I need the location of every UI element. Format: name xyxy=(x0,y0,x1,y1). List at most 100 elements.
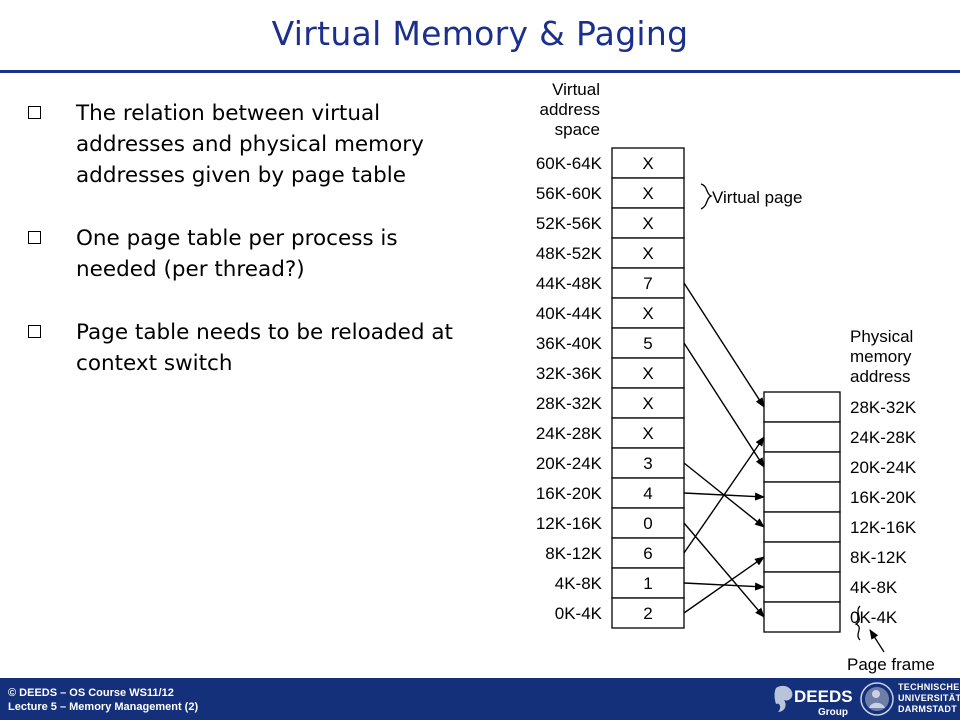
physical-frame-cell xyxy=(763,451,841,483)
tu-darmstadt-logo: TECHNISCHE UNIVERSITÄT DARMSTADT xyxy=(898,682,960,715)
page-frame-label: Page frame xyxy=(847,655,935,674)
virtual-range-label: 60K-64K xyxy=(536,154,603,173)
virtual-page-cell xyxy=(611,177,685,209)
page-table-entry: X xyxy=(642,424,653,443)
physical-frame-cell xyxy=(763,391,841,423)
bullet-item: The relation between virtual addresses a… xyxy=(28,98,468,191)
bullet-text: The relation between virtual addresses a… xyxy=(76,101,424,188)
square-bullet-icon xyxy=(28,325,41,338)
mapping-arrow xyxy=(683,282,765,408)
virtual-range-label: 40K-44K xyxy=(536,304,603,323)
virtual-page-cell xyxy=(611,477,685,509)
virtual-page-cell xyxy=(611,507,685,539)
physical-frame-cell xyxy=(763,511,841,543)
virtual-page-cell xyxy=(611,387,685,419)
tu-line: DARMSTADT xyxy=(898,704,958,714)
virtual-page-cell xyxy=(611,567,685,599)
page-table-entry: X xyxy=(642,364,653,383)
virtual-range-label: 48K-52K xyxy=(536,244,603,263)
footer-lecture: Lecture 5 – Memory Management (2) xyxy=(8,701,199,713)
virtual-header-line: space xyxy=(555,120,600,139)
footer-bar: © DEEDS – OS Course WS11/12 Lecture 5 – … xyxy=(0,678,960,720)
mapping-arrow xyxy=(683,436,765,554)
mapping-arrow xyxy=(683,522,765,618)
physical-range-label: 4K-8K xyxy=(850,578,898,597)
page-table-entry: X xyxy=(642,184,653,203)
virtual-page-cell xyxy=(611,357,685,389)
virtual-range-label: 32K-36K xyxy=(536,364,603,383)
virtual-page-cell xyxy=(611,297,685,329)
page-table-entry: X xyxy=(642,154,653,173)
slide-title: Virtual Memory & Paging xyxy=(271,14,689,53)
physical-range-label: 28K-32K xyxy=(850,398,917,417)
page-table-entry: 4 xyxy=(643,484,652,503)
physical-range-label: 8K-12K xyxy=(850,548,907,567)
page-table-entry: 3 xyxy=(643,454,652,473)
square-bullet-icon xyxy=(28,231,41,244)
physical-header-line: address xyxy=(850,367,910,386)
tu-line: UNIVERSITÄT xyxy=(898,693,960,703)
mapping-arrow xyxy=(683,556,765,614)
virtual-page-cell xyxy=(611,267,685,299)
deeds-logo-sub: Group xyxy=(818,707,848,718)
virtual-page-cell xyxy=(611,207,685,239)
mapping-arrow xyxy=(683,342,765,468)
physical-frame-table: 28K-32K 24K-28K 20K-24K 16K-20K 12K-16K 8K-12… xyxy=(763,391,917,633)
virtual-range-label: 36K-40K xyxy=(536,334,603,353)
bullet-item: One page table per process is needed (pe… xyxy=(28,223,468,285)
title-divider xyxy=(0,70,960,73)
page-table-entry: X xyxy=(642,244,653,263)
square-bullet-icon xyxy=(28,106,41,119)
footer-course: © DEEDS – OS Course WS11/12 xyxy=(8,687,174,699)
virtual-range-label: 44K-48K xyxy=(536,274,603,293)
bullet-text: Page table needs to be reloaded at conte… xyxy=(76,320,453,376)
mapping-arrows xyxy=(683,282,765,618)
virtual-range-label: 52K-56K xyxy=(536,214,603,233)
page-frame-arrow xyxy=(869,629,885,653)
physical-range-label: 0K-4K xyxy=(850,608,898,627)
virtual-range-label: 0K-4K xyxy=(555,604,603,623)
virtual-page-cell xyxy=(611,327,685,359)
page-table-entry: 0 xyxy=(643,514,652,533)
virtual-page-cell xyxy=(611,417,685,449)
page-table-entry: 2 xyxy=(643,604,652,623)
physical-frame-cell xyxy=(763,421,841,453)
virtual-range-label: 16K-20K xyxy=(536,484,603,503)
page-table-entry: 5 xyxy=(643,334,652,353)
virtual-header-line: Virtual xyxy=(552,80,600,99)
physical-range-label: 20K-24K xyxy=(850,458,917,477)
footer-text: © DEEDS – OS Course WS11/12 Lecture 5 – … xyxy=(8,686,198,714)
physical-frame-cell xyxy=(763,571,841,603)
university-seal-icon xyxy=(860,682,894,716)
deeds-logo: DEEDS Group xyxy=(774,685,853,718)
page-table-entry: 1 xyxy=(643,574,652,593)
virtual-header-line: address xyxy=(540,100,600,119)
bullet-item: Page table needs to be reloaded at conte… xyxy=(28,317,468,379)
virtual-range-label: 12K-16K xyxy=(536,514,603,533)
virtual-page-brace xyxy=(700,183,713,210)
virtual-range-label: 24K-28K xyxy=(536,424,603,443)
virtual-range-label: 56K-60K xyxy=(536,184,603,203)
virtual-range-label: 20K-24K xyxy=(536,454,603,473)
page-table-entry: X xyxy=(642,304,653,323)
page-frame-brace xyxy=(854,605,861,641)
virtual-page-cell xyxy=(611,237,685,269)
virtual-page-cell xyxy=(611,597,685,629)
page-table-entry: 7 xyxy=(643,274,652,293)
physical-range-label: 16K-20K xyxy=(850,488,917,507)
physical-range-label: 12K-16K xyxy=(850,518,917,537)
page-table-entry: X xyxy=(642,394,653,413)
deeds-logo-text: DEEDS xyxy=(794,687,853,706)
physical-header-line: memory xyxy=(850,347,912,366)
physical-range-label: 24K-28K xyxy=(850,428,917,447)
bullet-list: The relation between virtual addresses a… xyxy=(28,98,468,411)
page-table-entry: X xyxy=(642,214,653,233)
physical-frame-cell xyxy=(763,601,841,633)
physical-frame-cell xyxy=(763,481,841,513)
virtual-range-label: 28K-32K xyxy=(536,394,603,413)
virtual-page-table: X 60K-64K X 56K-60K X 52K-56K X 48K-52K 7 44K-48K… xyxy=(536,147,685,629)
